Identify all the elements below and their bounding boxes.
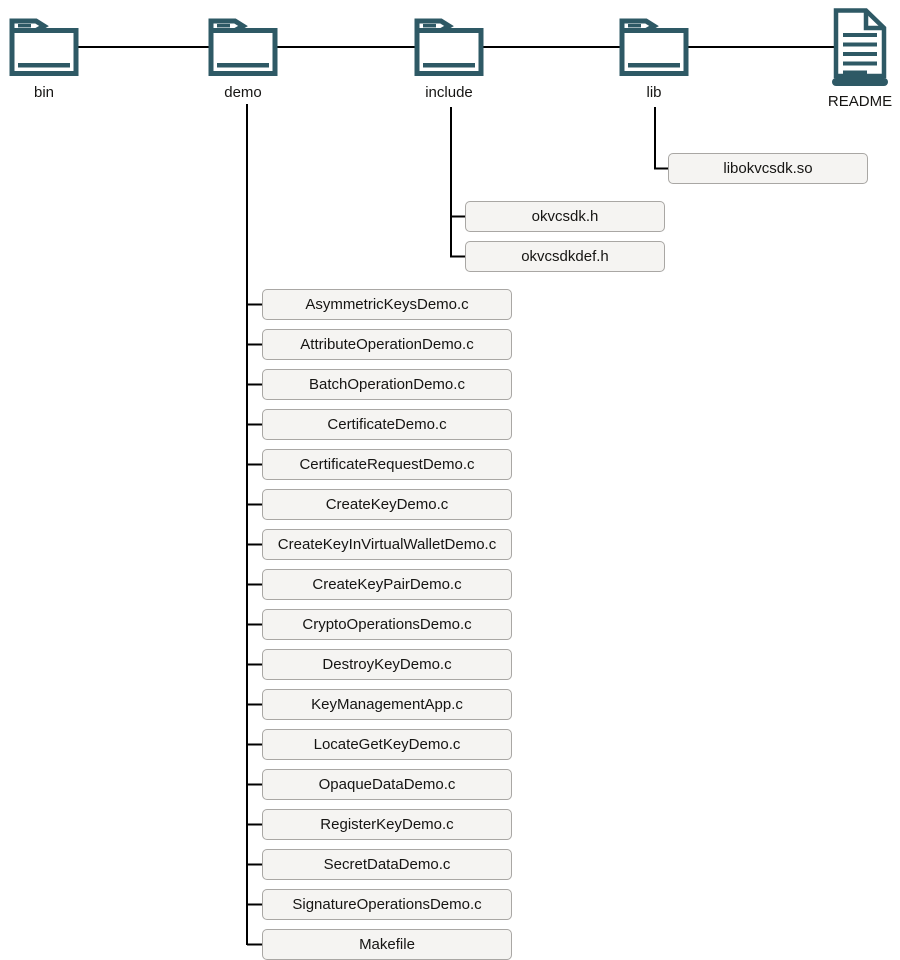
readme-document-icon (830, 7, 890, 89)
demo-file-box: AttributeOperationDemo.c (262, 329, 512, 360)
demo-file-box: BatchOperationDemo.c (262, 369, 512, 400)
file-box-libokvcsdk-so: libokvcsdk.so (668, 153, 868, 184)
demo-file-box: DestroyKeyDemo.c (262, 649, 512, 680)
demo-file-box: OpaqueDataDemo.c (262, 769, 512, 800)
demo-file-box: CertificateDemo.c (262, 409, 512, 440)
file-label: LocateGetKeyDemo.c (313, 736, 461, 753)
file-label: AsymmetricKeysDemo.c (305, 296, 469, 313)
demo-file-box: AsymmetricKeysDemo.c (262, 289, 512, 320)
file-box-okvcsdk-h: okvcsdk.h (465, 201, 665, 232)
demo-file-box: Makefile (262, 929, 512, 960)
include-label: include (425, 84, 473, 101)
bin-folder-icon (8, 17, 80, 77)
readme-label: README (827, 93, 893, 110)
file-label: SecretDataDemo.c (323, 856, 451, 873)
file-label: RegisterKeyDemo.c (320, 816, 454, 833)
file-label: CryptoOperationsDemo.c (302, 616, 472, 633)
file-label: libokvcsdk.so (723, 160, 813, 177)
demo-folder-icon (207, 17, 279, 77)
lib-folder-icon (618, 17, 690, 77)
include-folder-icon (413, 17, 485, 77)
file-box-okvcsdkdef-h: okvcsdkdef.h (465, 241, 665, 272)
file-label: BatchOperationDemo.c (309, 376, 465, 393)
demo-label: demo (224, 84, 262, 101)
demo-file-box: SignatureOperationsDemo.c (262, 889, 512, 920)
demo-file-box: CryptoOperationsDemo.c (262, 609, 512, 640)
demo-file-box: KeyManagementApp.c (262, 689, 512, 720)
demo-file-box: CreateKeyPairDemo.c (262, 569, 512, 600)
demo-file-box: CreateKeyInVirtualWalletDemo.c (262, 529, 512, 560)
lib-label: lib (646, 84, 662, 101)
demo-file-box: SecretDataDemo.c (262, 849, 512, 880)
file-label: okvcsdk.h (531, 208, 599, 225)
bin-label: bin (33, 84, 55, 101)
file-label: DestroyKeyDemo.c (322, 656, 452, 673)
file-label: CertificateRequestDemo.c (299, 456, 475, 473)
demo-file-box: CertificateRequestDemo.c (262, 449, 512, 480)
demo-file-box: LocateGetKeyDemo.c (262, 729, 512, 760)
file-label: OpaqueDataDemo.c (318, 776, 456, 793)
file-label: okvcsdkdef.h (521, 248, 609, 265)
file-label: Makefile (359, 936, 415, 953)
file-label: CreateKeyPairDemo.c (312, 576, 462, 593)
file-label: SignatureOperationsDemo.c (292, 896, 482, 913)
file-label: KeyManagementApp.c (311, 696, 463, 713)
file-label: CertificateDemo.c (327, 416, 447, 433)
file-label: AttributeOperationDemo.c (300, 336, 474, 353)
file-label: CreateKeyInVirtualWalletDemo.c (277, 536, 497, 553)
demo-file-box: RegisterKeyDemo.c (262, 809, 512, 840)
demo-file-box: CreateKeyDemo.c (262, 489, 512, 520)
file-label: CreateKeyDemo.c (325, 496, 449, 513)
